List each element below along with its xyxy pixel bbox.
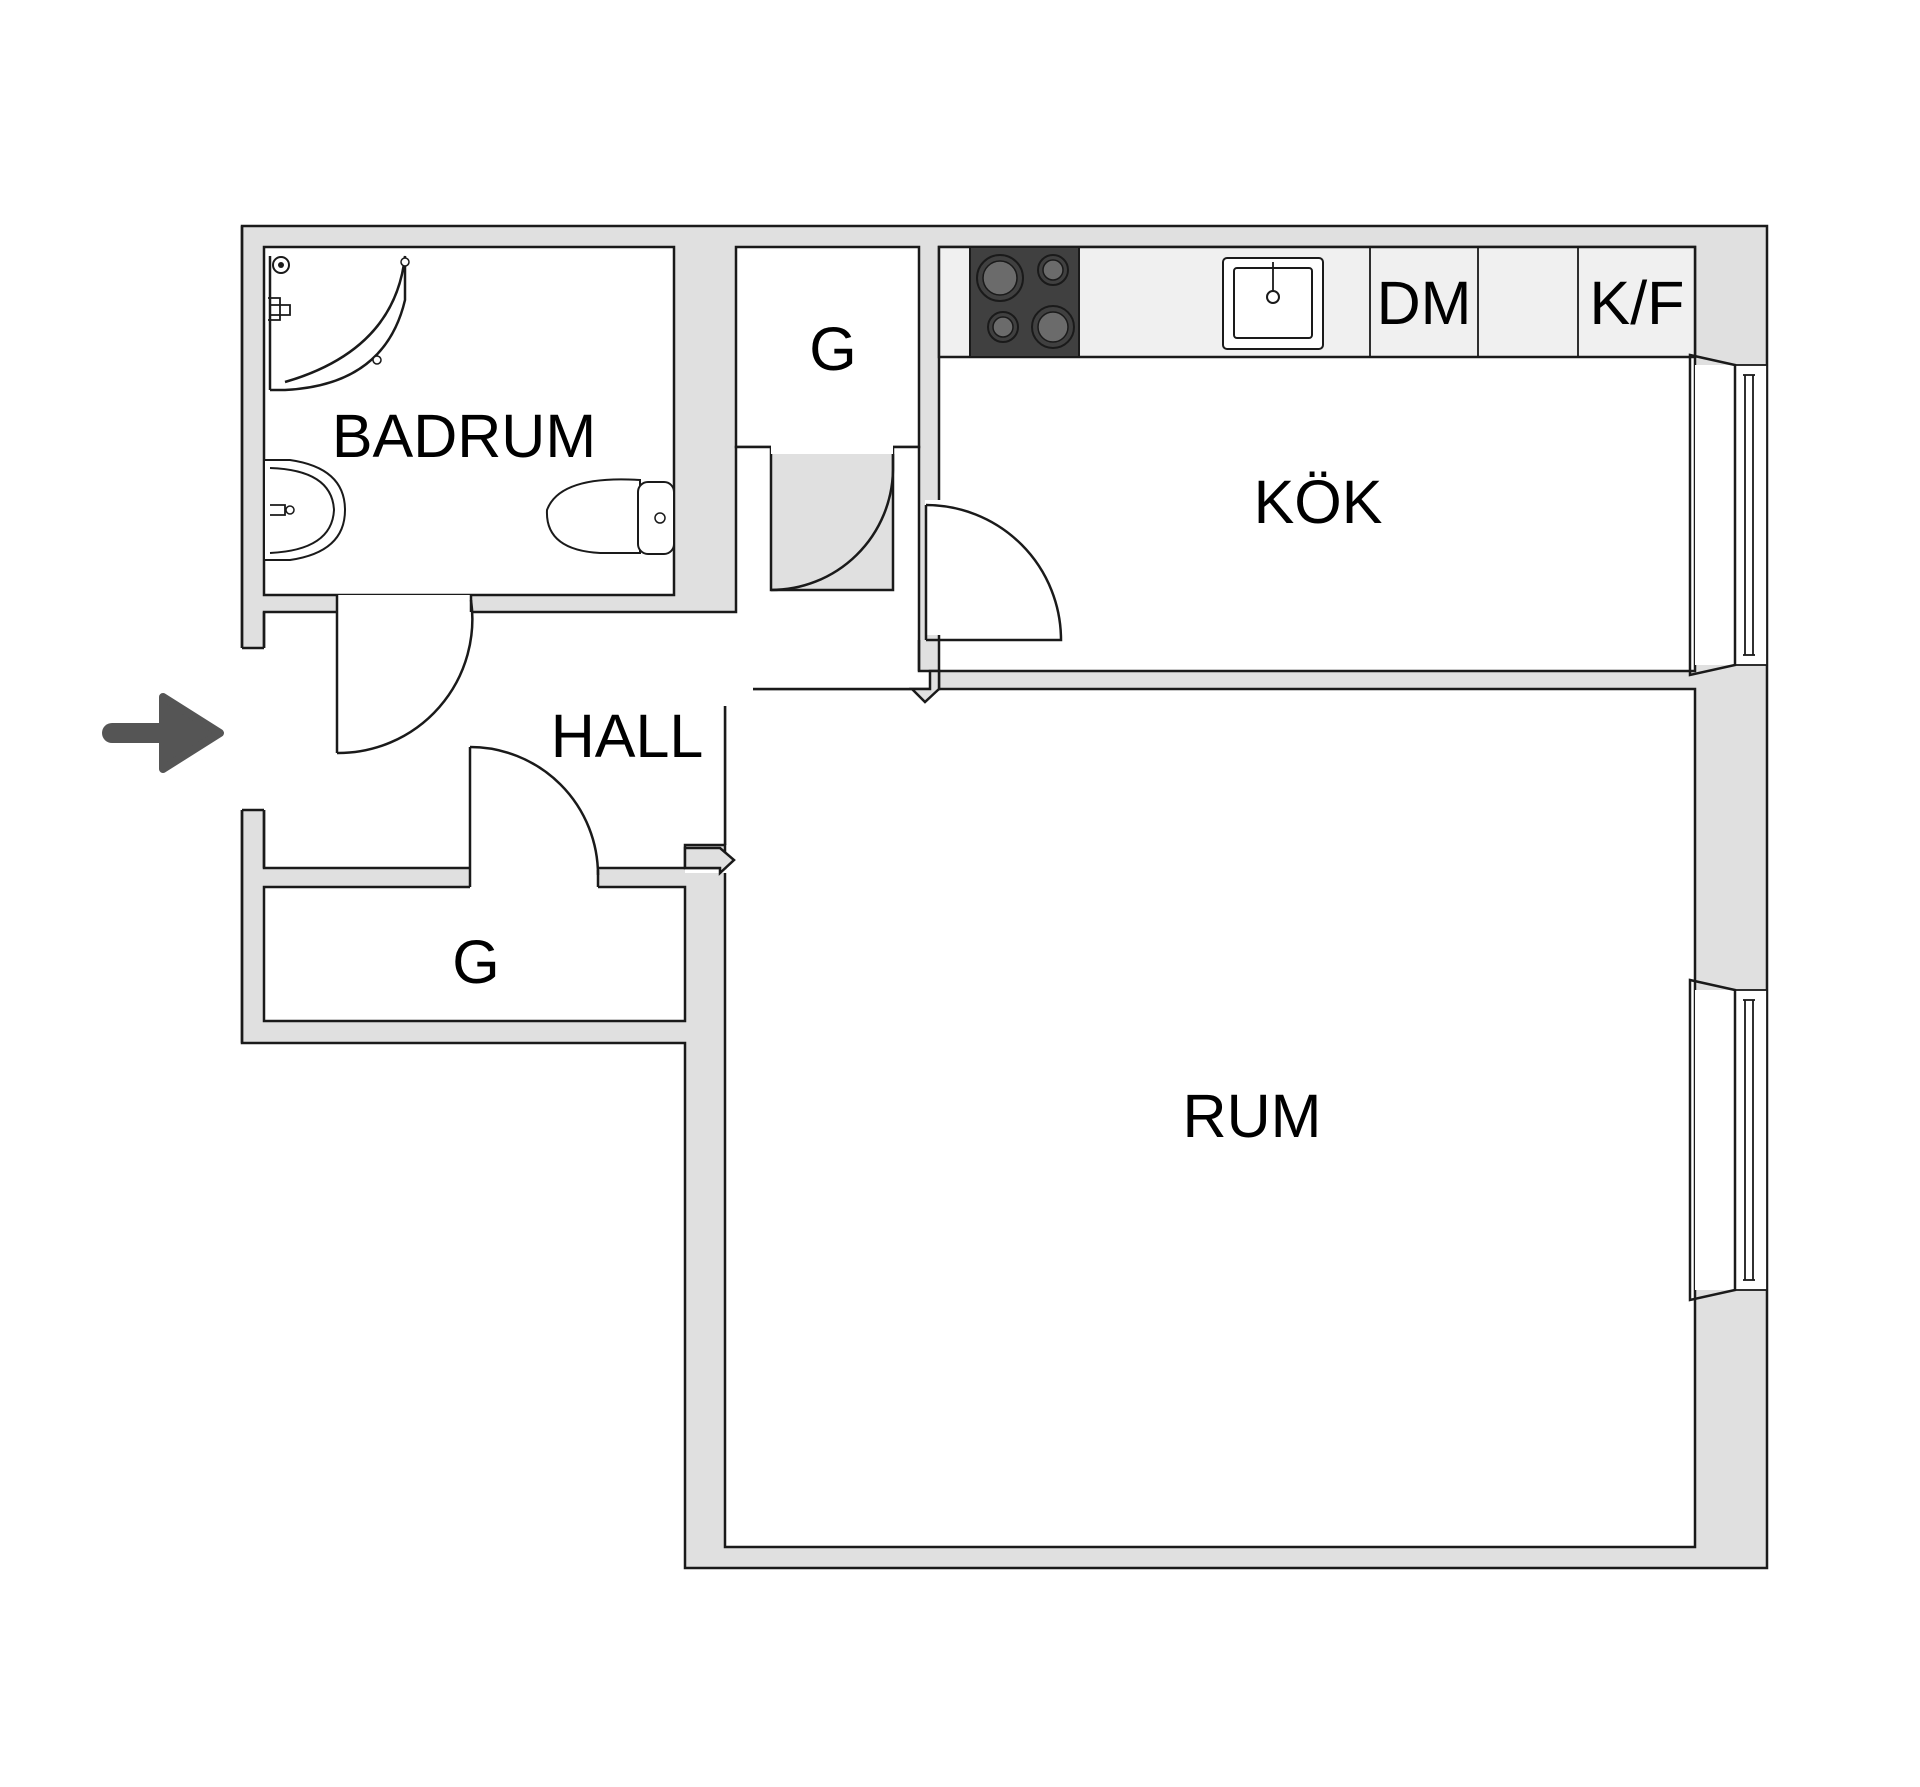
room-label-closet-upper: G — [809, 315, 856, 383]
door-swing-icon — [770, 440, 895, 592]
closet-upper-floor — [734, 245, 921, 449]
room-label-closet-lower: G — [452, 928, 499, 996]
room-label-kitchen: KÖK — [1254, 468, 1383, 536]
room-label-hall: HALL — [551, 702, 704, 770]
hall-floor — [262, 445, 941, 870]
fridge-freezer-label: K/F — [1590, 269, 1685, 337]
stove-icon — [969, 246, 1080, 358]
shower-icon — [268, 255, 410, 392]
door-swing-icon — [468, 745, 600, 894]
washbasin-icon — [263, 459, 347, 561]
dishwasher-label: DM — [1377, 269, 1472, 337]
window-icon — [1688, 353, 1768, 677]
entrance-arrow-icon — [102, 693, 224, 773]
kitchen-sink-icon — [1222, 257, 1324, 350]
room-label-bathroom: BADRUM — [332, 402, 596, 470]
door-swing-icon — [335, 595, 474, 755]
living-room-floor — [723, 687, 1697, 1549]
toilet-icon — [545, 478, 675, 555]
room-label-living-room: RUM — [1183, 1082, 1322, 1150]
window-icon — [1688, 978, 1768, 1302]
door-swing-icon — [917, 500, 1063, 671]
closet-lower-floor — [262, 885, 687, 1023]
entrance-opening — [240, 648, 268, 810]
